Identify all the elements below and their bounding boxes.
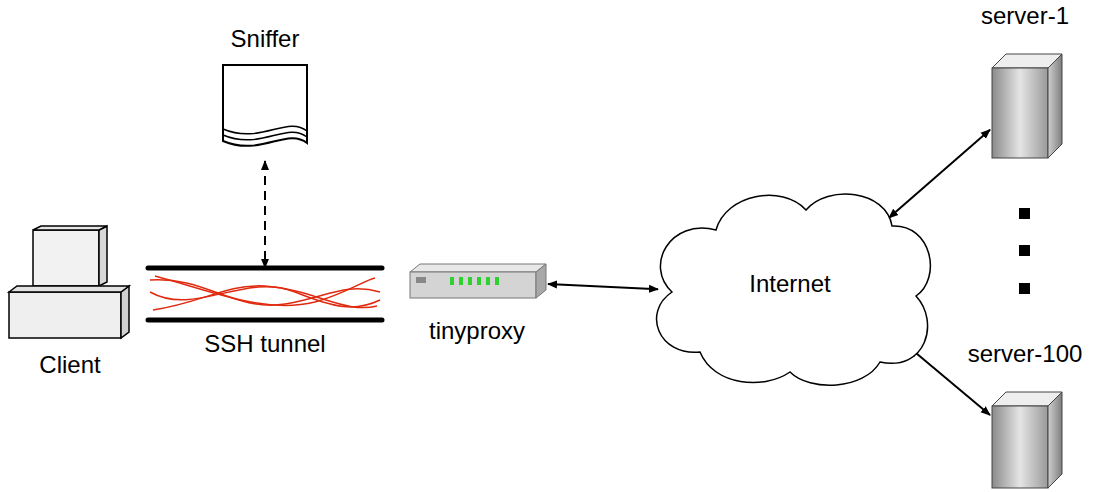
node-label: server-100 <box>965 340 1085 368</box>
ellipsis-dot <box>1019 245 1030 256</box>
dashed-arrow <box>264 161 266 268</box>
node-label: tinyproxy <box>402 317 552 345</box>
server-box: server-1 <box>965 2 1085 162</box>
sniffer-document-shape <box>221 63 309 161</box>
server-box: server-100 <box>965 340 1085 490</box>
ssh-tunnel: SSH tunnel <box>145 262 385 362</box>
client-computer-shape <box>5 226 133 341</box>
bidirectional-arrow <box>548 284 658 289</box>
bidirectional-arrow <box>889 130 990 218</box>
proxy-device: tinyproxy <box>402 262 552 352</box>
server-box-shape <box>990 390 1062 490</box>
ssh-tunnel-shape <box>145 262 385 326</box>
node-label: Client <box>5 351 135 379</box>
node-label: SSH tunnel <box>145 330 385 358</box>
ellipsis-dot <box>1019 208 1030 219</box>
node-label: Internet <box>640 270 940 298</box>
server-box-shape <box>990 52 1062 160</box>
ellipsis-dot <box>1019 283 1030 294</box>
node-label: server-1 <box>965 2 1085 30</box>
proxy-device-shape <box>408 262 548 302</box>
internet-cloud: Internet <box>640 180 940 390</box>
node-label: Sniffer <box>205 25 325 53</box>
client-computer: Client <box>5 226 135 381</box>
sniffer-document: Sniffer <box>205 25 325 165</box>
